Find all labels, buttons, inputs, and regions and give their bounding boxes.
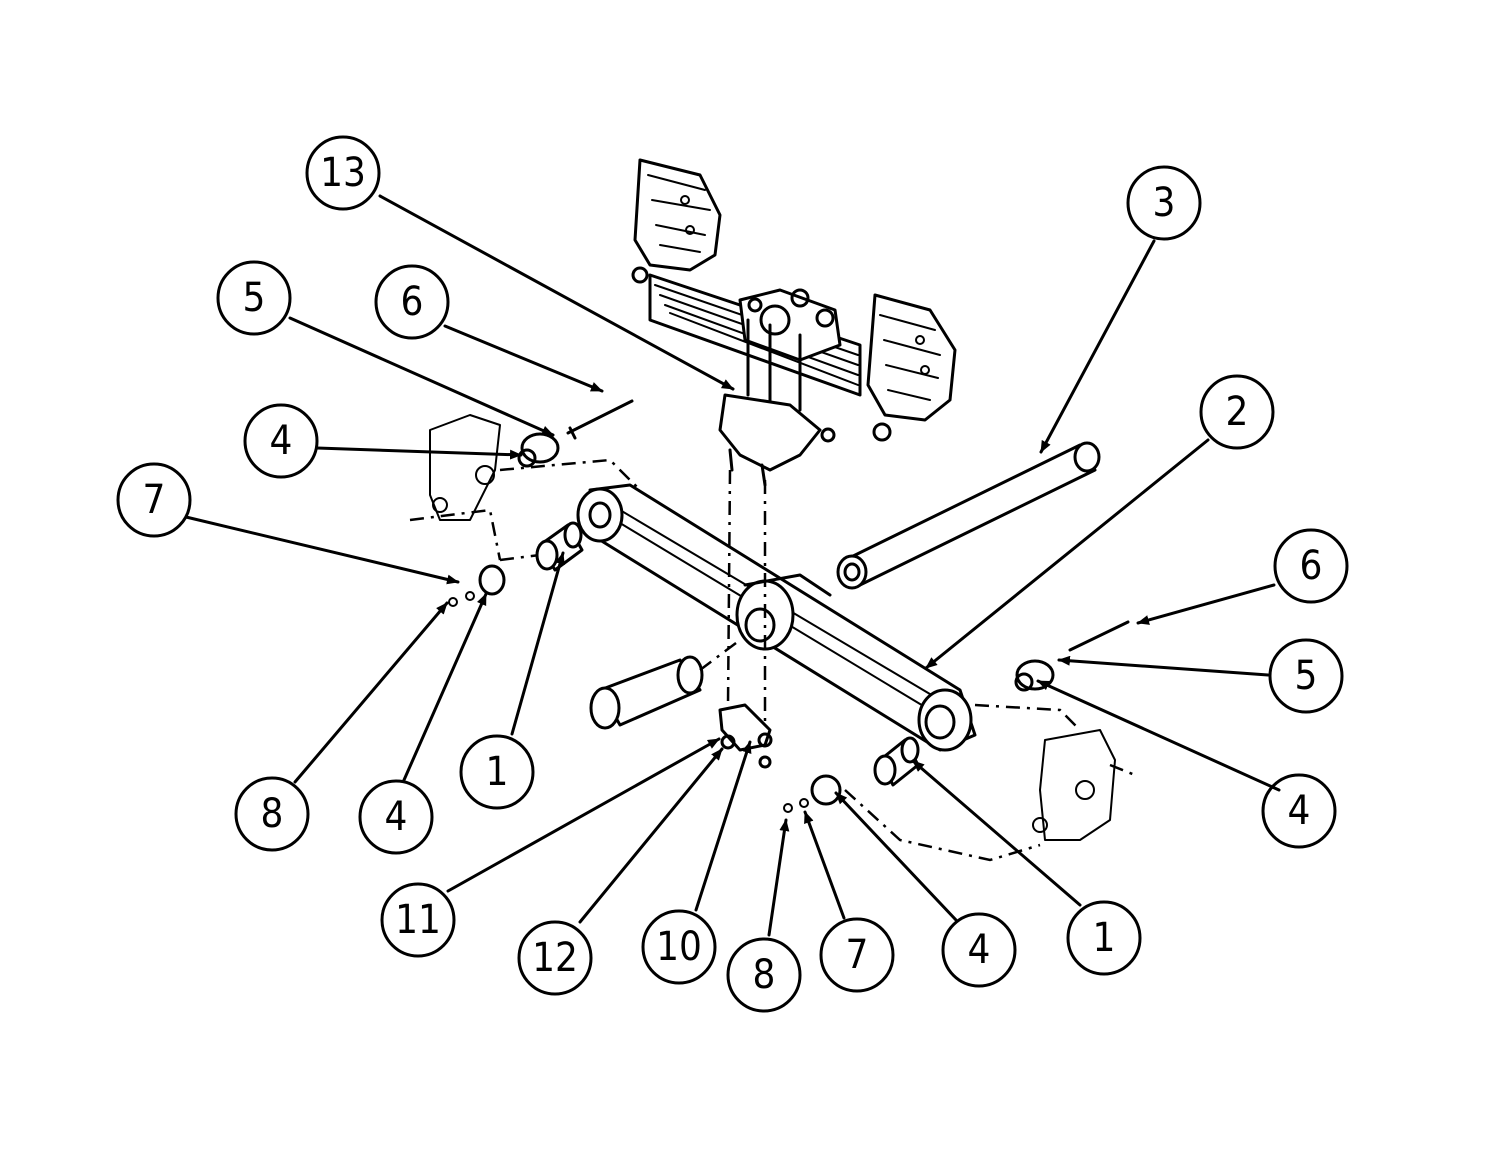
callout-6b: 6	[1273, 528, 1349, 604]
callout-5b-label: 5	[1295, 653, 1318, 699]
leader-8a	[293, 601, 449, 784]
callout-3: 3	[1126, 165, 1202, 241]
callout-5b: 5	[1268, 638, 1344, 714]
callout-4d: 4	[941, 912, 1017, 988]
left-frame-bracket	[409, 414, 641, 562]
callout-6b-label: 6	[1300, 543, 1323, 589]
callout-7a-label: 7	[143, 477, 166, 523]
callout-12-label: 12	[532, 935, 578, 981]
callout-8a: 8	[234, 776, 310, 852]
leader-1b	[911, 759, 1082, 907]
callout-13-label: 13	[320, 150, 366, 196]
leader-10	[694, 740, 752, 912]
walking-beam	[576, 483, 977, 752]
right-pin-hardware	[783, 620, 1130, 813]
callout-8b-label: 8	[753, 952, 776, 998]
callout-5a-label: 5	[243, 275, 266, 321]
leader-3	[1039, 239, 1156, 454]
leader-2	[924, 438, 1210, 670]
callout-4a: 4	[243, 403, 319, 479]
leaf-spring-assembly	[631, 158, 957, 487]
callout-8b: 8	[726, 937, 802, 1013]
callout-4c-label: 4	[385, 794, 408, 840]
callout-4a-label: 4	[270, 418, 293, 464]
leader-4a	[315, 446, 523, 460]
callout-1b: 1	[1066, 900, 1142, 976]
torque-rod	[836, 441, 1101, 590]
callout-4c: 4	[358, 779, 434, 855]
callout-10-label: 10	[656, 924, 702, 970]
right-frame-bracket	[844, 703, 1136, 862]
leader-6a	[443, 324, 604, 393]
leader-4d	[834, 791, 958, 922]
left-pin-hardware	[448, 399, 634, 607]
callout-12: 12	[517, 920, 593, 996]
leader-7a	[184, 515, 460, 585]
callout-11: 11	[380, 882, 456, 958]
parts-artwork	[409, 158, 1136, 862]
callout-balloons: 13 5 6 3 4 2 7 6 5 1 4 8 4 11 12 10 8 7 …	[116, 135, 1349, 1013]
callout-4d-label: 4	[968, 927, 991, 973]
callout-13: 13	[305, 135, 381, 211]
callout-10: 10	[641, 909, 717, 985]
callout-3-label: 3	[1153, 180, 1176, 226]
bushing-left	[535, 521, 584, 572]
callout-7b: 7	[819, 917, 895, 993]
leader-lines	[184, 194, 1281, 937]
callout-2: 2	[1199, 374, 1275, 450]
leader-8b	[767, 818, 790, 937]
callout-7a: 7	[116, 462, 192, 538]
callout-8a-label: 8	[261, 791, 284, 837]
callout-1b-label: 1	[1093, 915, 1116, 961]
callout-1a: 1	[459, 734, 535, 810]
leader-5b	[1057, 655, 1270, 677]
callout-6a-label: 6	[401, 279, 424, 325]
axle-adapter	[589, 639, 741, 730]
callout-4b-label: 4	[1288, 788, 1311, 834]
callout-6a: 6	[374, 264, 450, 340]
leader-7b	[803, 810, 846, 920]
callout-7b-label: 7	[846, 932, 869, 978]
leader-12	[578, 747, 724, 924]
leader-1a	[510, 551, 565, 736]
leader-4c	[402, 592, 488, 782]
leader-6b	[1136, 583, 1276, 625]
bushing-right	[873, 736, 920, 787]
callout-4b: 4	[1261, 773, 1337, 849]
leader-13	[378, 194, 735, 391]
leader-11	[446, 737, 721, 893]
leader-4b	[1036, 679, 1281, 792]
leader-5a	[288, 316, 555, 437]
callout-1a-label: 1	[486, 749, 509, 795]
callout-5a: 5	[216, 260, 292, 336]
callout-2-label: 2	[1226, 389, 1249, 435]
callout-11-label: 11	[395, 897, 441, 943]
saddle-clamp	[718, 469, 773, 769]
